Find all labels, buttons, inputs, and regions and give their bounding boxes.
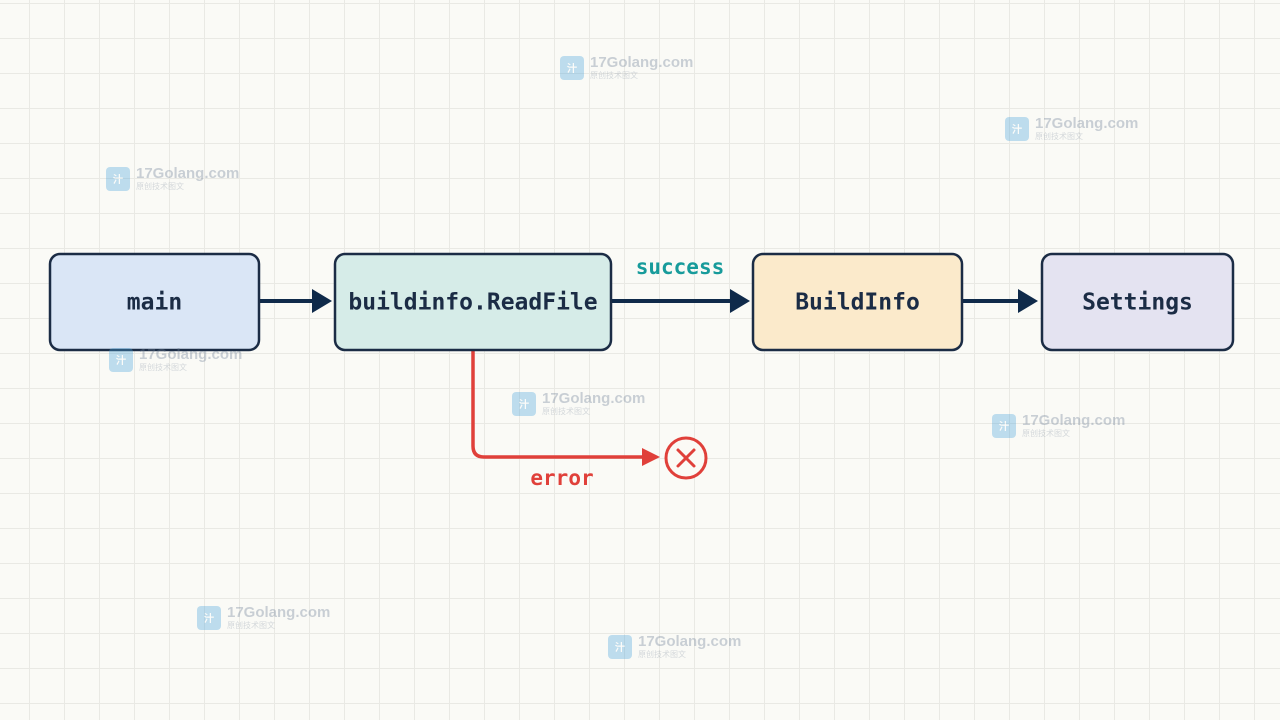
edge-readfile-error xyxy=(471,350,660,466)
edge-main-to-readfile xyxy=(259,289,332,313)
success-label: success xyxy=(636,255,725,279)
node-readfile: buildinfo.ReadFile xyxy=(333,252,613,352)
error-label: error xyxy=(530,466,593,490)
node-buildinfo-label: BuildInfo xyxy=(795,290,920,316)
node-settings: Settings xyxy=(1040,252,1235,352)
node-buildinfo: BuildInfo xyxy=(751,252,964,352)
edge-buildinfo-to-settings xyxy=(962,289,1038,313)
x-circle-icon xyxy=(664,436,708,480)
node-settings-label: Settings xyxy=(1082,290,1193,316)
edge-readfile-to-buildinfo xyxy=(611,289,750,313)
node-main-label: main xyxy=(127,290,182,316)
node-main: main xyxy=(48,252,261,352)
node-readfile-label: buildinfo.ReadFile xyxy=(348,290,597,316)
